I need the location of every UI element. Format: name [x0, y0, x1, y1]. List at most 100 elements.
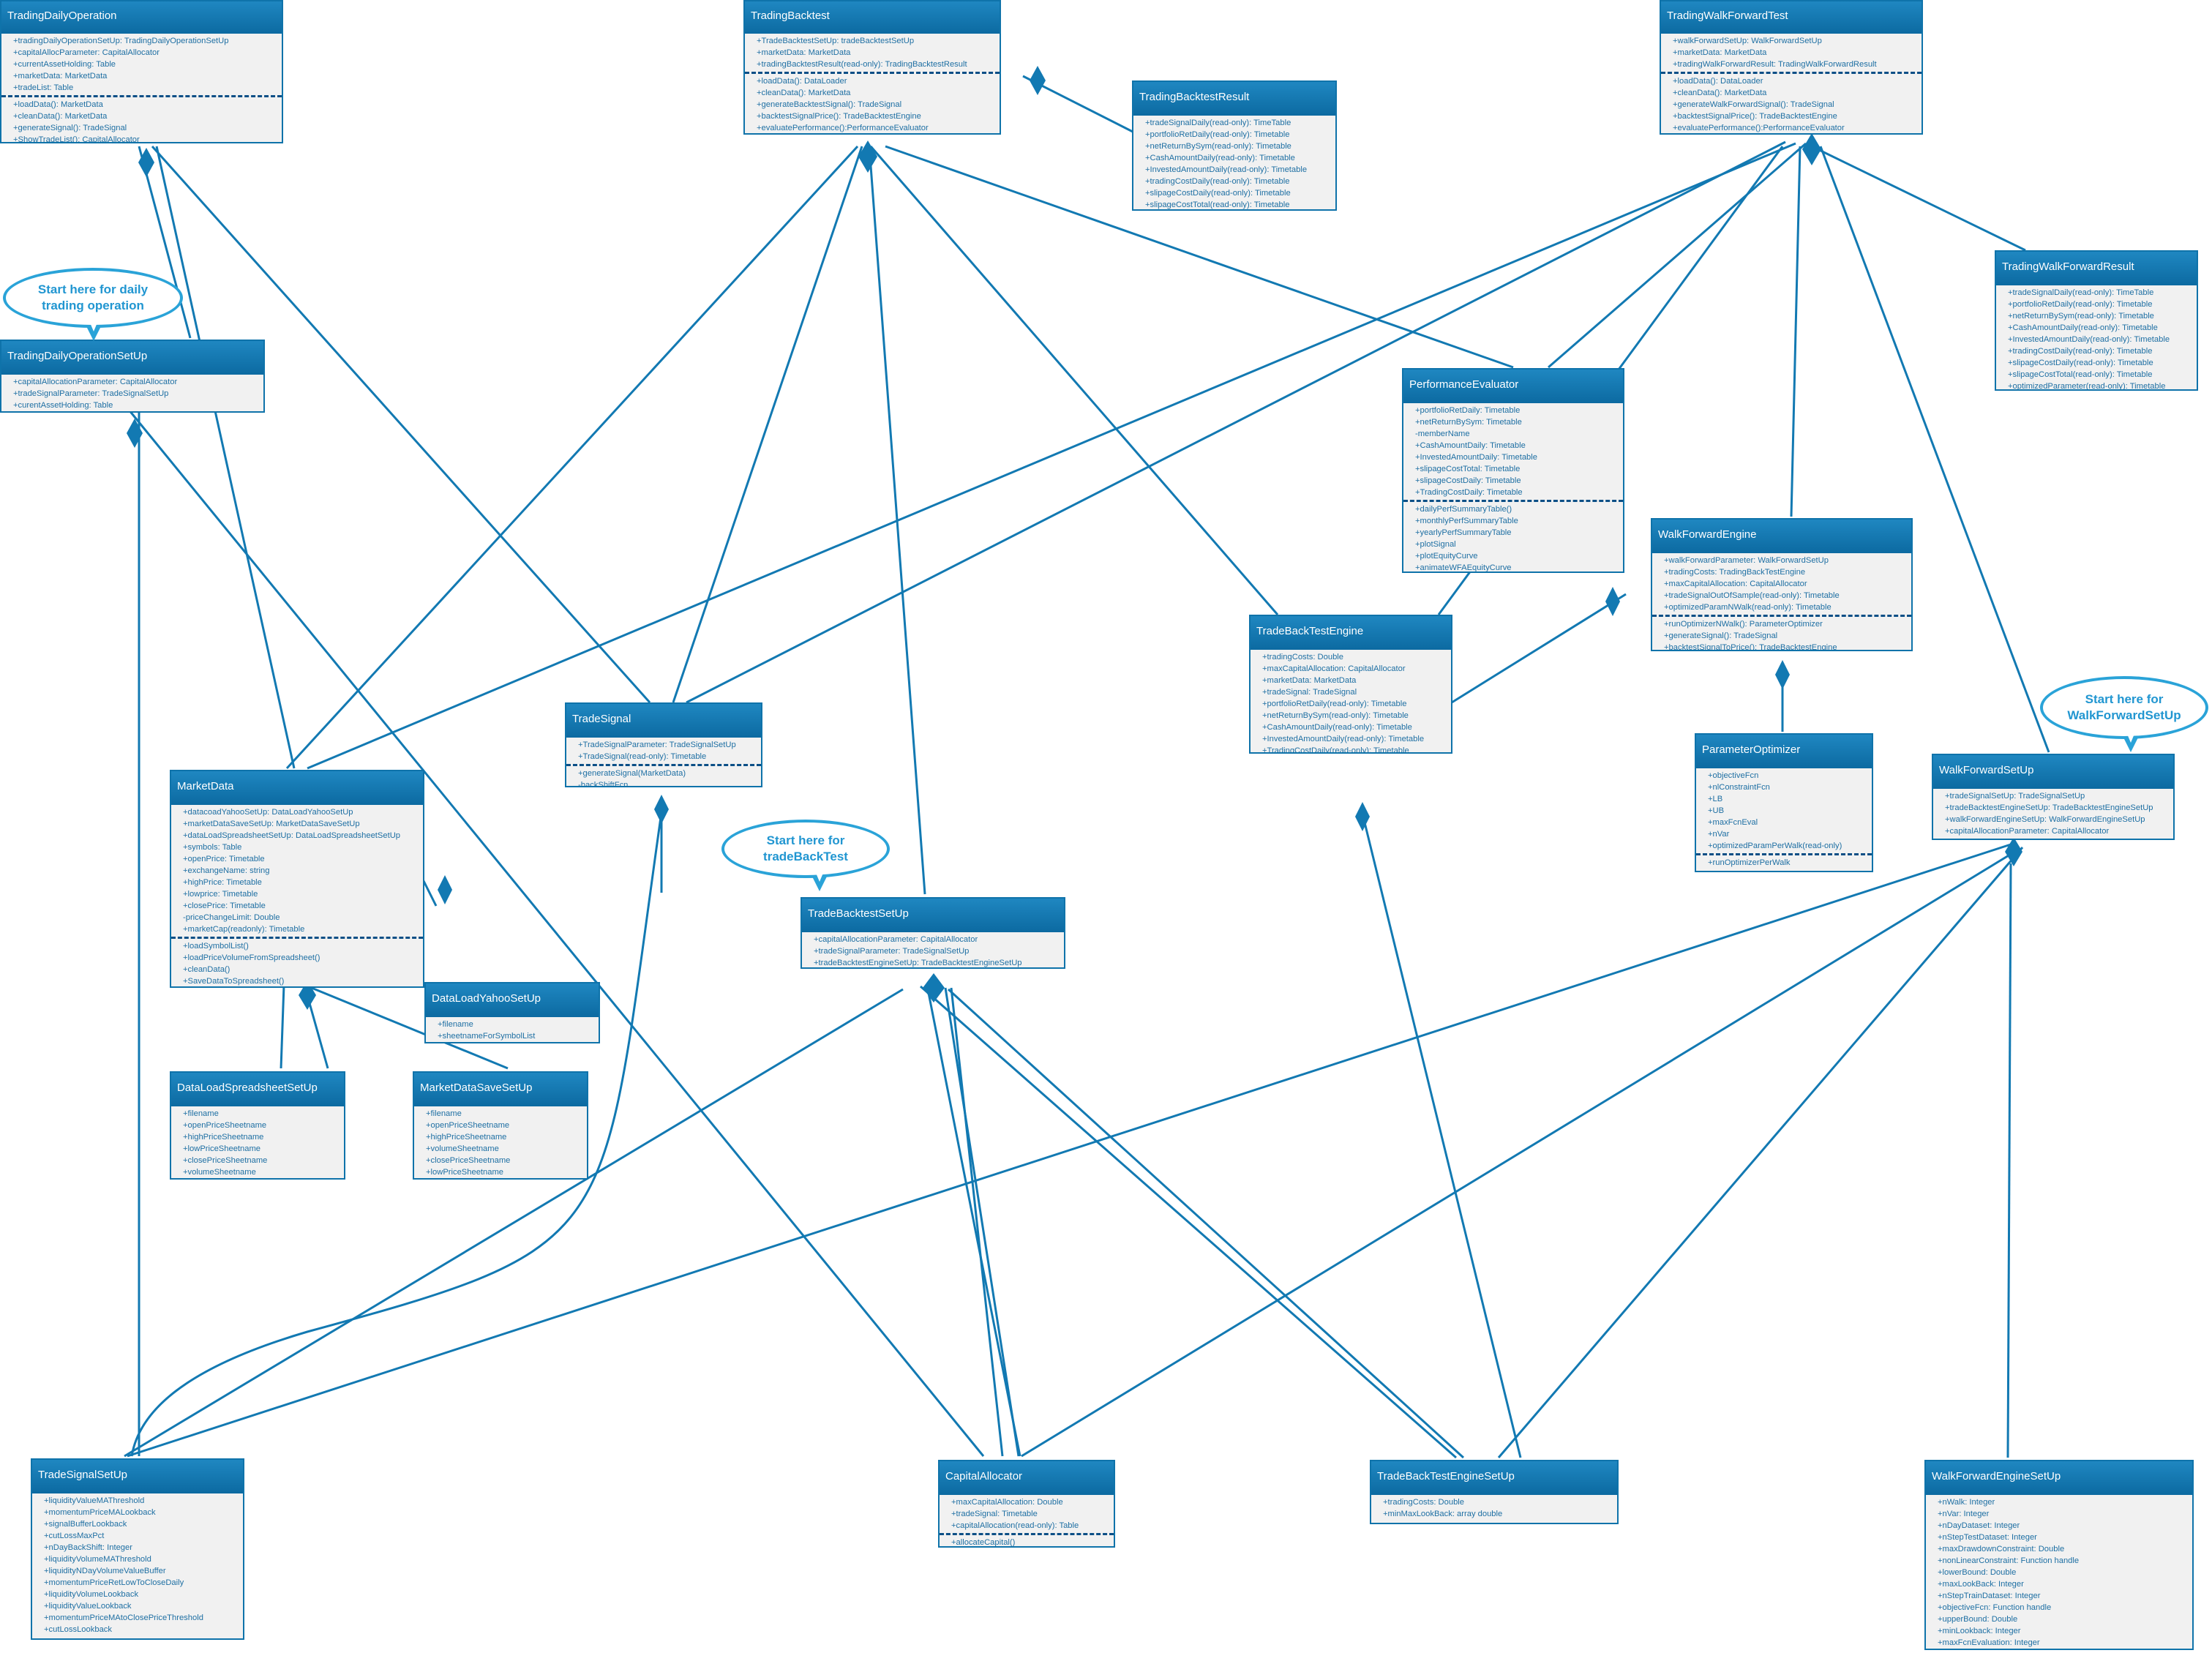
association-line [926, 989, 1021, 1457]
attribute: +capitalAllocationParameter: CapitalAllo… [1945, 827, 2110, 836]
attribute: +liquidityVolumeLookback [44, 1590, 139, 1599]
class-name: WalkForwardEngine [1652, 520, 1911, 553]
class-parameter-optimizer: ParameterOptimizer+objectiveFcn+nlConstr… [1695, 733, 1873, 872]
class-trade-signal-set-up: TradeSignalSetUp+liquidityValueMAThresho… [31, 1458, 244, 1640]
class-name: TradingWalkForwardResult [1996, 252, 2197, 285]
operation: +backtestSignalToPrice(): TradeBacktestE… [1664, 643, 1837, 651]
attribute: -memberName [1415, 430, 1470, 438]
class-walk-forward-engine: WalkForwardEngine+walkForwardParameter: … [1651, 518, 1913, 651]
aggregation-diamond [438, 875, 452, 904]
association-line [869, 146, 1279, 615]
operation: +generateWalkForwardSignal(): TradeSigna… [1673, 100, 1834, 109]
attribute: +walkForwardParameter: WalkForwardSetUp [1664, 556, 1829, 565]
attribute: +volumeSheetname [426, 1144, 499, 1153]
callout-tail [86, 323, 101, 341]
operation: +loadData(): DataLoader [1673, 77, 1763, 86]
aggregation-diamond [2005, 837, 2022, 866]
operation: +loadData(): MarketData [13, 100, 103, 109]
attribute: +lowPriceSheetname [183, 1144, 261, 1153]
attribute: +maxDrawdownConstraint: Double [1938, 1545, 2065, 1553]
attribute: +minLookback: Integer [1938, 1627, 2021, 1635]
operation: +cleanData() [183, 965, 230, 974]
operation: +evaluatePerformance():PerformanceEvalua… [757, 124, 929, 132]
class-trade-signal: TradeSignal+TradeSignalParameter: TradeS… [565, 702, 762, 787]
association-line [130, 811, 663, 1457]
attribute: +slipageCostDaily(read-only): Timetable [2008, 359, 2153, 367]
attribute: +InvestedAmountDaily(read-only): Timetab… [1145, 165, 1308, 174]
callout-text: trading operation [42, 299, 144, 312]
operation: +generateSignal(): TradeSignal [1664, 631, 1778, 640]
attribute: +nDayBackShift: Integer [44, 1543, 132, 1552]
attribute: +tradeSignal: TradeSignal [1262, 688, 1357, 697]
operation: +loadSymbolList() [183, 942, 249, 951]
association-line [127, 843, 2012, 1458]
attribute: +filename [438, 1020, 473, 1029]
attribute: +nStepTestDataset: Integer [1938, 1533, 2037, 1542]
attribute: +tradingCostDaily(read-only): Timetable [2008, 347, 2153, 356]
attribute: +marketData: MarketData [1262, 676, 1357, 685]
attribute: +tradeSignalDaily(read-only): TimeTable [2008, 288, 2154, 297]
operation-list: +generateSignal(MarketData)-backShiftFcn [566, 764, 761, 786]
aggregation-diamond [1355, 802, 1370, 831]
attribute: +tradingWalkForwardResult: TradingWalkFo… [1673, 60, 1877, 69]
attribute: +slipageCostTotal(read-only): Timetable [1145, 200, 1290, 209]
attribute: +UB [1708, 806, 1725, 815]
attribute: +maxFcnEval [1708, 818, 1758, 827]
attribute: +slipageCostTotal: Timetable [1415, 465, 1521, 473]
attribute: +TradeSignal(read-only): Timetable [578, 752, 707, 761]
attribute: +maxCapitalAllocation: CapitalAllocator [1664, 580, 1807, 588]
class-name: TradingBacktestResult [1133, 82, 1335, 116]
aggregation-diamond [858, 140, 877, 173]
operation-list: +loadData(): DataLoader+cleanData(): Mar… [1661, 72, 1922, 133]
class-walk-forward-set-up: WalkForwardSetUp+tradeSignalSetUp: Trade… [1932, 754, 2175, 840]
class-name: WalkForwardSetUp [1933, 755, 2173, 789]
attribute-list: +filename+openPriceSheetname+highPriceSh… [414, 1106, 587, 1178]
attribute-list: +walkForwardParameter: WalkForwardSetUp +… [1652, 553, 1911, 615]
attribute: +closePrice: Timetable [183, 902, 266, 910]
operation: +evaluatePerformance():PerformanceEvalua… [1673, 124, 1845, 132]
class-trading-walk-forward-test: TradingWalkForwardTest+walkForwardSetUp:… [1660, 0, 1923, 135]
attribute: +highPriceSheetname [426, 1133, 507, 1142]
attribute: +CashAmountDaily(read-only): Timetable [1262, 723, 1412, 732]
attribute: +maxCapitalAllocation: Double [951, 1498, 1063, 1507]
operation: +monthlyPerfSummaryTable [1415, 517, 1518, 525]
attribute: +LB [1708, 795, 1723, 803]
attribute: +objectiveFcn [1708, 771, 1759, 780]
association-line [1497, 847, 2024, 1458]
attribute: +walkForwardSetUp: WalkForwardSetUp [1673, 37, 1822, 45]
attribute: +CashAmountDaily(read-only): Timetable [2008, 323, 2158, 332]
attribute: +netReturnBySym(read-only): Timetable [1262, 711, 1409, 720]
class-trading-walk-forward-result: TradingWalkForwardResult +tradeSignalDail… [1995, 250, 2198, 391]
attribute: +nVar: Integer [1938, 1510, 1990, 1518]
association-line [421, 879, 438, 907]
operation: +dailyPerfSummaryTable() [1415, 505, 1512, 514]
class-trading-backtest: TradingBacktest+TradeBacktestSetUp: trad… [743, 0, 1001, 135]
attribute: +netReturnBySym(read-only): Timetable [1145, 142, 1291, 151]
attribute: +nWalk: Integer [1938, 1498, 1995, 1507]
class-name: TradeBacktestSetUp [802, 899, 1064, 932]
attribute: +highPriceSheetname [183, 1133, 264, 1142]
aggregation-diamond [299, 981, 316, 1010]
attribute: +datacoadYahooSetUp: DataLoadYahooSetUp [183, 808, 353, 817]
operation: +generateSignal(MarketData) [578, 769, 686, 778]
association-line [1548, 142, 1807, 369]
attribute: +capitalAllocParameter: CapitalAllocator [13, 48, 160, 57]
attribute: +maxFcnEvaluation: Integer [1938, 1638, 2040, 1647]
aggregation-diamond [1030, 66, 1046, 95]
association-line [138, 146, 192, 339]
attribute-list: +maxCapitalAllocation: Double+tradeSigna… [940, 1495, 1114, 1533]
attribute: +capitalAllocationParameter: CapitalAllo… [13, 378, 178, 386]
class-name: MarketDataSaveSetUp [414, 1073, 587, 1106]
class-walk-forward-engine-set-up: WalkForwardEngineSetUp+nWalk: Integer+nV… [1924, 1460, 2194, 1650]
operation: +runOptimizerNWalk(): ParameterOptimizer [1664, 620, 1823, 629]
class-market-data: MarketData+datacoadYahooSetUp: DataLoadY… [170, 770, 424, 988]
attribute-list: +datacoadYahooSetUp: DataLoadYahooSetUp +… [171, 805, 423, 937]
operation: +cleanData(): MarketData [757, 89, 851, 97]
operation: +SaveDataToSpreadsheet() [183, 977, 285, 986]
attribute: +marketCap(readonly): Timetable [183, 925, 305, 934]
association-line [920, 985, 1457, 1459]
attribute-list: +tradeSignalSetUp: TradeSignalSetUp+trad… [1933, 789, 2173, 839]
attribute: +tradeSignalOutOfSample(read-only): Time… [1664, 591, 1840, 600]
